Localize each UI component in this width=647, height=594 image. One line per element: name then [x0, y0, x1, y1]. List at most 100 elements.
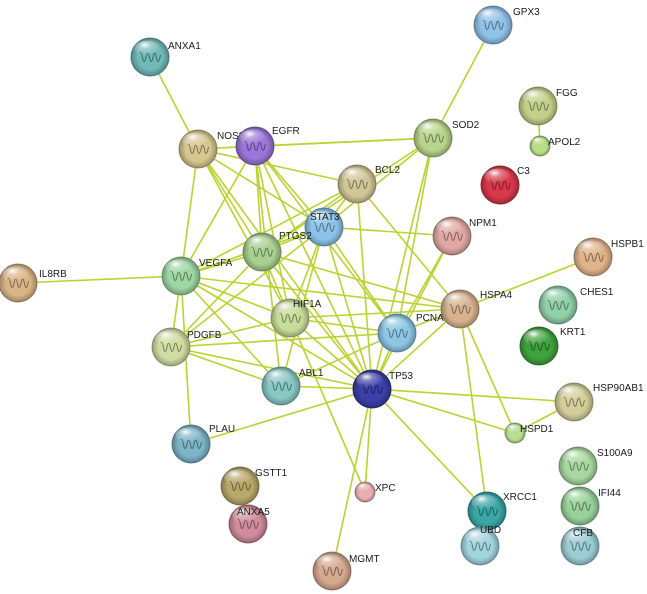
node-egfr[interactable]: EGFR — [235, 126, 300, 166]
node-pdgfb[interactable]: PDGFB — [151, 327, 222, 367]
edge-hspa4-xrcc1 — [459, 308, 488, 512]
edge-hif1a-hspa4 — [289, 308, 461, 319]
node-label: SOD2 — [452, 120, 480, 131]
edge-hif1a-xpc — [289, 317, 366, 493]
node-tp53[interactable]: TP53 — [352, 369, 413, 409]
node-label: ANXA5 — [237, 507, 270, 518]
node-xrcc1[interactable]: XRCC1 — [467, 491, 537, 531]
node-hspb1[interactable]: HSPB1 — [573, 237, 644, 277]
edge-bcl2-vegfa — [180, 183, 358, 277]
node-highlight — [477, 8, 505, 25]
node-label: PDGFB — [187, 330, 222, 341]
node-highlight — [542, 288, 570, 305]
node-pcna[interactable]: PCNA — [377, 313, 444, 353]
edge-bcl2-hspa4 — [356, 183, 461, 310]
node-ifi44[interactable]: IFI44 — [560, 486, 621, 526]
node-abl1[interactable]: ABL1 — [261, 366, 324, 406]
node-label: PLAU — [209, 424, 235, 435]
node-highlight — [523, 329, 551, 346]
node-label: CHES1 — [580, 287, 614, 298]
node-highlight — [224, 469, 252, 486]
node-highlight — [232, 507, 260, 524]
edge-gpx3-sod2 — [432, 24, 494, 139]
node-anxa5[interactable]: ANXA5 — [228, 504, 270, 544]
node-il8rb[interactable]: IL8RB — [0, 263, 67, 303]
node-highlight — [308, 210, 336, 227]
node-highlight — [484, 168, 512, 185]
node-label: MGMT — [349, 554, 380, 565]
node-anxa1[interactable]: ANXA1 — [130, 37, 201, 77]
node-hsp90ab1[interactable]: HSP90AB1 — [554, 382, 644, 422]
node-label: GSTT1 — [255, 468, 288, 479]
node-s100a9[interactable]: S100A9 — [558, 446, 633, 486]
edge-stat3-tp53 — [323, 226, 373, 390]
edge-nos2a-stat3 — [197, 148, 325, 228]
node-bcl2[interactable]: BCL2 — [337, 164, 400, 204]
node-label: GPX3 — [513, 7, 540, 18]
node-highlight — [155, 330, 183, 347]
edge-hif1a-pdgfb — [170, 317, 291, 348]
node-highlight — [356, 483, 371, 492]
node-highlight — [522, 89, 550, 106]
node-highlight — [506, 424, 521, 433]
node-highlight — [265, 369, 293, 386]
node-highlight — [341, 167, 369, 184]
edge-sod2-stat3 — [323, 137, 434, 228]
node-plau[interactable]: PLAU — [171, 424, 235, 464]
node-mgmt[interactable]: MGMT — [312, 551, 380, 591]
node-krt1[interactable]: KRT1 — [519, 326, 586, 366]
edge-pcna-pdgfb — [170, 332, 398, 348]
node-gpx3[interactable]: GPX3 — [473, 5, 540, 45]
edge-pdgfb-tp53 — [170, 346, 373, 390]
edge-tp53-plau — [190, 388, 373, 445]
edge-ptgs2-hspa4 — [261, 251, 461, 310]
node-label: HSPD1 — [520, 424, 554, 435]
node-label: IFI44 — [598, 488, 621, 499]
node-nos2a[interactable]: NOS2A — [178, 129, 251, 169]
node-sod2[interactable]: SOD2 — [413, 118, 480, 158]
node-highlight — [239, 129, 267, 146]
node-hif1a[interactable]: HIF1A — [270, 298, 322, 338]
node-ches1[interactable]: CHES1 — [538, 285, 614, 325]
node-stat3[interactable]: STAT3 — [304, 207, 344, 247]
node-label: VEGFA — [199, 258, 233, 269]
node-label: IL8RB — [39, 269, 67, 280]
edge-nos2a-hif1a — [197, 148, 291, 319]
node-label: PTGS2 — [279, 231, 312, 242]
node-ubd[interactable]: UBD — [460, 525, 501, 566]
edge-tp53-mgmt — [331, 388, 373, 572]
node-vegfa[interactable]: VEGFA — [161, 256, 233, 296]
node-c3[interactable]: C3 — [480, 165, 530, 205]
edge-hspa4-tp53 — [371, 308, 461, 390]
node-label: HSPA4 — [480, 290, 512, 301]
node-ptgs2[interactable]: PTGS2 — [242, 231, 312, 272]
node-xpc[interactable]: XPC — [354, 481, 396, 503]
edge-npm1-tp53 — [371, 235, 453, 390]
node-label: S100A9 — [597, 448, 633, 459]
node-label: KRT1 — [560, 327, 586, 338]
node-apol2[interactable]: APOL2 — [529, 135, 581, 157]
node-highlight — [182, 132, 210, 149]
node-fgg[interactable]: FGG — [518, 86, 578, 126]
node-highlight — [464, 529, 492, 546]
node-hspa4[interactable]: HSPA4 — [440, 289, 512, 329]
edge-nos2a-vegfa — [180, 148, 199, 277]
node-npm1[interactable]: NPM1 — [432, 216, 497, 256]
node-gstt1[interactable]: GSTT1 — [220, 466, 288, 506]
node-highlight — [2, 266, 30, 283]
edge-nos2a-tp53 — [197, 148, 373, 390]
node-highlight — [436, 219, 464, 236]
edge-sod2-pcna — [396, 137, 434, 334]
node-label: ANXA1 — [168, 41, 201, 52]
node-cfb[interactable]: CFB — [560, 526, 600, 566]
edge-sod2-tp53 — [371, 137, 434, 390]
edge-vegfa-plau — [180, 275, 192, 445]
node-hspd1[interactable]: HSPD1 — [504, 422, 554, 444]
node-highlight — [558, 385, 586, 402]
node-highlight — [562, 449, 590, 466]
edge-egfr-hif1a — [254, 145, 291, 319]
edge-egfr-sod2 — [254, 137, 434, 147]
node-highlight — [564, 529, 592, 546]
node-label: HSP90AB1 — [593, 383, 644, 394]
